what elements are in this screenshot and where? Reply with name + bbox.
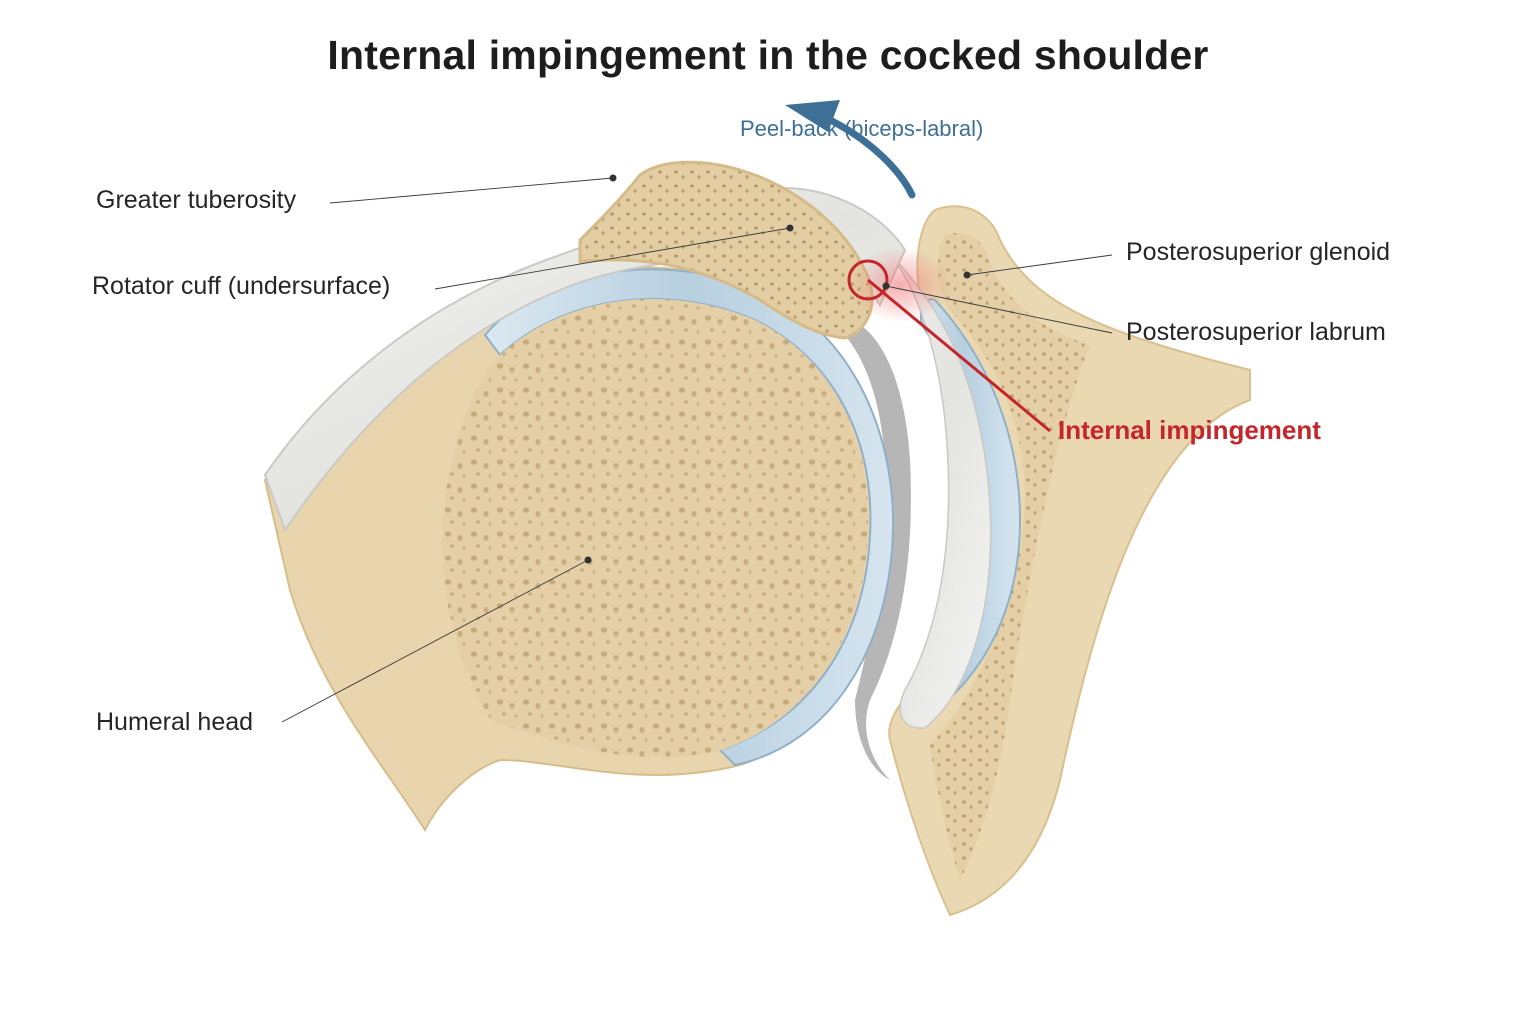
posterosuperior-labrum-shape — [859, 229, 992, 729]
label-greater-tuberosity: Greater tuberosity — [96, 186, 297, 214]
label-internal-impingement: Internal impingement — [1058, 415, 1321, 445]
leader-rotator-cuff — [434, 227, 791, 290]
peel-back-arrowhead — [785, 100, 840, 132]
page-title: Internal impingement in the cocked shoul… — [327, 32, 1209, 78]
dot-greater-tuberosity — [609, 174, 617, 182]
label-peel-back: Peel-back (biceps-labral) — [740, 116, 984, 141]
dot-posterosuperior-glenoid — [963, 271, 971, 279]
leader-posterosuperior-labrum — [885, 285, 1113, 334]
dot-humeral-head — [584, 556, 592, 564]
impingement-glow — [850, 247, 950, 323]
impingement-circle — [847, 259, 889, 301]
dot-posterosuperior-labrum — [882, 282, 890, 290]
leader-greater-tuberosity — [329, 177, 614, 204]
dot-rotator-cuff — [786, 224, 794, 232]
joint-space — [840, 320, 911, 780]
humeral-head-cancellous — [442, 298, 869, 758]
leader-humeral-head — [281, 559, 589, 723]
peel-back-arrow — [826, 116, 916, 199]
label-posterosuperior-labrum: Posterosuperior labrum — [1126, 318, 1386, 346]
impingement-leader — [867, 278, 1051, 433]
label-posterosuperior-glenoid: Posterosuperior glenoid — [1126, 238, 1391, 266]
label-humeral-head: Humeral head — [96, 708, 254, 736]
leader-posterosuperior-glenoid — [966, 254, 1113, 276]
scapula-cancellous — [930, 233, 1090, 880]
label-rotator-cuff: Rotator cuff (undersurface) — [92, 272, 391, 300]
